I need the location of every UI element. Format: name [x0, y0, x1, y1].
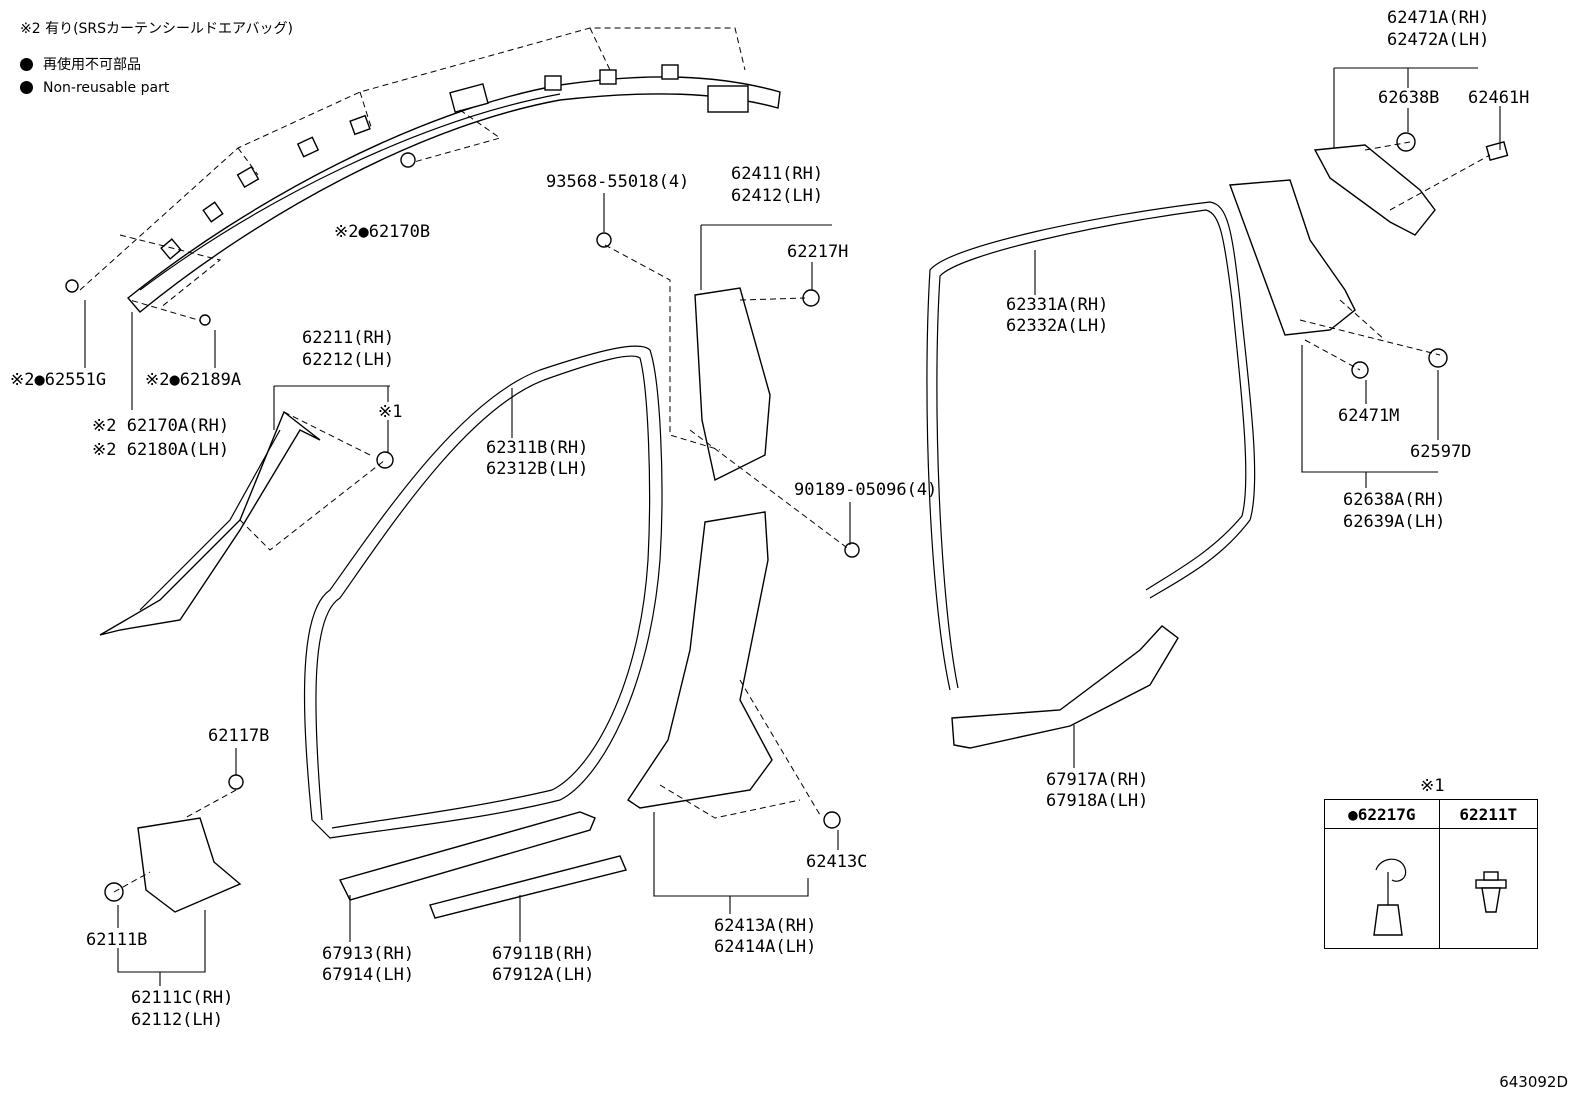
- label-62638a: 62638A(RH): [1343, 490, 1446, 510]
- label-62331a: 62331A(RH): [1006, 295, 1109, 315]
- bullet-icon: [20, 58, 33, 71]
- label-note-1: ※1: [378, 402, 403, 422]
- label-62413a: 62413A(RH): [714, 916, 817, 936]
- label-62170b: ※2●62170B: [334, 222, 431, 242]
- center-pillar-lower-garnish: [627, 511, 773, 809]
- label-62597d: 62597D: [1410, 442, 1472, 462]
- label-62413c: 62413C: [806, 852, 868, 872]
- label-62189a: ※2●62189A: [145, 370, 242, 390]
- label-62180a: ※2 62180A(LH): [92, 440, 230, 460]
- cowl-side-trim: [137, 817, 242, 913]
- label-62111b: 62111B: [86, 930, 148, 950]
- label-67917a: 67917A(RH): [1046, 770, 1149, 790]
- srs-note: ※2 有り(SRSカーテンシールドエアバッグ): [20, 21, 293, 37]
- label-62471a: 62471A(RH): [1387, 8, 1490, 28]
- clip-table-col2: 62211T: [1438, 799, 1539, 829]
- label-67913: 67913(RH): [322, 944, 415, 964]
- label-62112: 62112(LH): [131, 1010, 224, 1030]
- leader-lines: [84, 67, 1501, 986]
- label-62332a: 62332A(LH): [1006, 316, 1109, 336]
- bullet-icon: [20, 81, 33, 94]
- label-62411: 62411(RH): [731, 164, 824, 184]
- clip-cell-62217g: [1324, 828, 1440, 949]
- label-62414a: 62414A(LH): [714, 937, 817, 957]
- curtain-shield-airbag: [126, 64, 781, 313]
- front-scuff-plate: [338, 811, 596, 901]
- label-62472a: 62472A(LH): [1387, 30, 1490, 50]
- diagram-reference-number: 643092D: [1499, 1073, 1568, 1091]
- front-pillar-garnish: [99, 410, 321, 636]
- label-62461h: 62461H: [1468, 88, 1530, 108]
- label-62217h: 62217H: [787, 242, 849, 262]
- clip-table-note: ※1: [1420, 776, 1445, 796]
- label-62312b: 62312B(LH): [486, 459, 589, 479]
- airbag-dash-box: [79, 27, 746, 323]
- center-pillar-upper-garnish: [694, 287, 771, 482]
- front-door-scuff-plate: [429, 855, 627, 919]
- label-67911b: 67911B(RH): [492, 944, 595, 964]
- roof-side-inner-garnish: [1229, 179, 1356, 336]
- label-62211: 62211(RH): [302, 328, 395, 348]
- legend-non-reusable-en: Non-reusable part: [20, 80, 169, 96]
- rear-quarter-garnish: [1313, 144, 1436, 236]
- clip-reference-table: ●62217G 62211T: [1324, 799, 1539, 949]
- clip-cell-62211t: [1438, 828, 1539, 949]
- label-93568-55018: 93568-55018(4): [546, 172, 690, 192]
- label-67918a: 67918A(LH): [1046, 791, 1149, 811]
- legend-non-reusable-jp: 再使用不可部品: [20, 54, 141, 74]
- label-62311b: 62311B(RH): [486, 438, 589, 458]
- clip-table-col1: ●62217G: [1324, 799, 1440, 829]
- rear-scuff-plate: [951, 625, 1179, 749]
- label-62170a: ※2 62170A(RH): [92, 416, 230, 436]
- clip-icons: [65, 132, 1509, 902]
- label-90189-05096: 90189-05096(4): [794, 480, 938, 500]
- label-62212: 62212(LH): [302, 350, 395, 370]
- label-62117b: 62117B: [208, 726, 270, 746]
- label-62551g: ※2●62551G: [10, 370, 107, 390]
- front-door-weatherstrip: [303, 345, 663, 839]
- label-62639a: 62639A(LH): [1343, 512, 1446, 532]
- legend-en-text: Non-reusable part: [43, 80, 170, 96]
- label-62111c: 62111C(RH): [131, 988, 234, 1008]
- label-67914: 67914(LH): [322, 965, 415, 985]
- legend-jp-text: 再使用不可部品: [43, 57, 141, 73]
- label-62471m: 62471M: [1338, 406, 1400, 426]
- label-62638b: 62638B: [1378, 88, 1440, 108]
- rear-door-weatherstrip: [926, 201, 1256, 691]
- label-62412: 62412(LH): [731, 186, 824, 206]
- label-67912a: 67912A(LH): [492, 965, 595, 985]
